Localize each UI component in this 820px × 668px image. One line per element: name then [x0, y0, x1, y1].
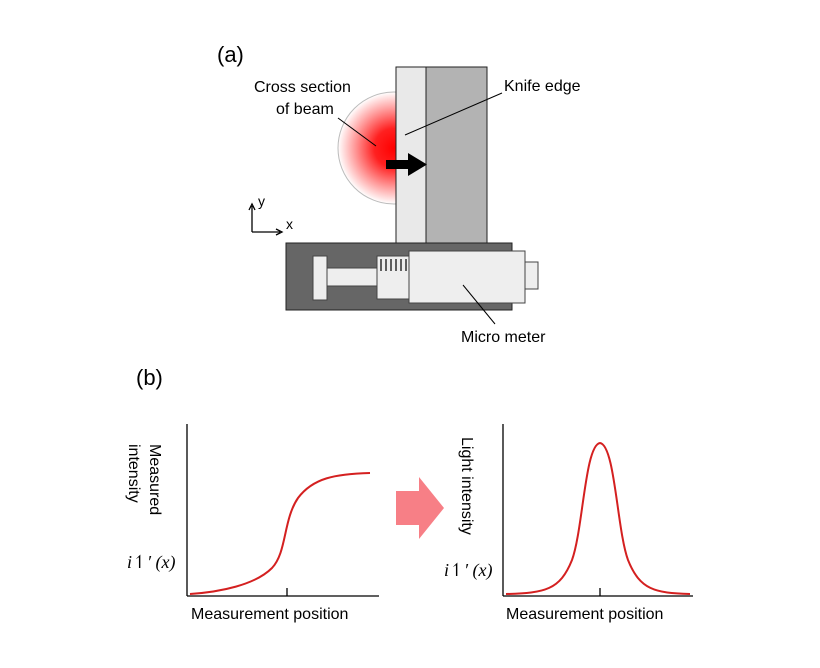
right-xlabel: Measurement position: [506, 606, 663, 623]
cumulative-intensity-curve: [189, 472, 371, 595]
left-ylabel-line2: intensity: [125, 444, 142, 503]
left-plot: [186, 424, 379, 597]
axis-y-label: y: [258, 193, 265, 209]
left-function-label: i↿′ (x): [127, 552, 176, 573]
micrometer-leader-line: [462, 284, 496, 325]
panel-b-label: (b): [136, 365, 163, 390]
xy-axes: [248, 202, 284, 236]
right-plot: [502, 424, 693, 597]
knife-edge-label: Knife edge: [504, 78, 581, 95]
beam-label-line2: of beam: [276, 101, 334, 118]
knife-leader-line: [404, 92, 503, 136]
beam-label-line1: Cross section: [254, 79, 351, 96]
beam-leader-line: [337, 117, 377, 147]
micrometer-scale-ticks: [380, 259, 407, 271]
axis-x-label: x: [286, 216, 293, 232]
right-function-label: i↿′ (x): [444, 560, 493, 581]
light-intensity-curve: [505, 441, 691, 595]
panel-a-label: (a): [217, 42, 244, 67]
micrometer-label: Micro meter: [461, 329, 546, 346]
left-ylabel-line1: Measured: [146, 444, 163, 515]
transform-arrow: [396, 477, 444, 539]
micrometer: [285, 242, 539, 311]
left-xlabel: Measurement position: [191, 606, 348, 623]
motion-arrow: [386, 153, 427, 176]
right-ylabel: Light intensity: [458, 437, 475, 535]
